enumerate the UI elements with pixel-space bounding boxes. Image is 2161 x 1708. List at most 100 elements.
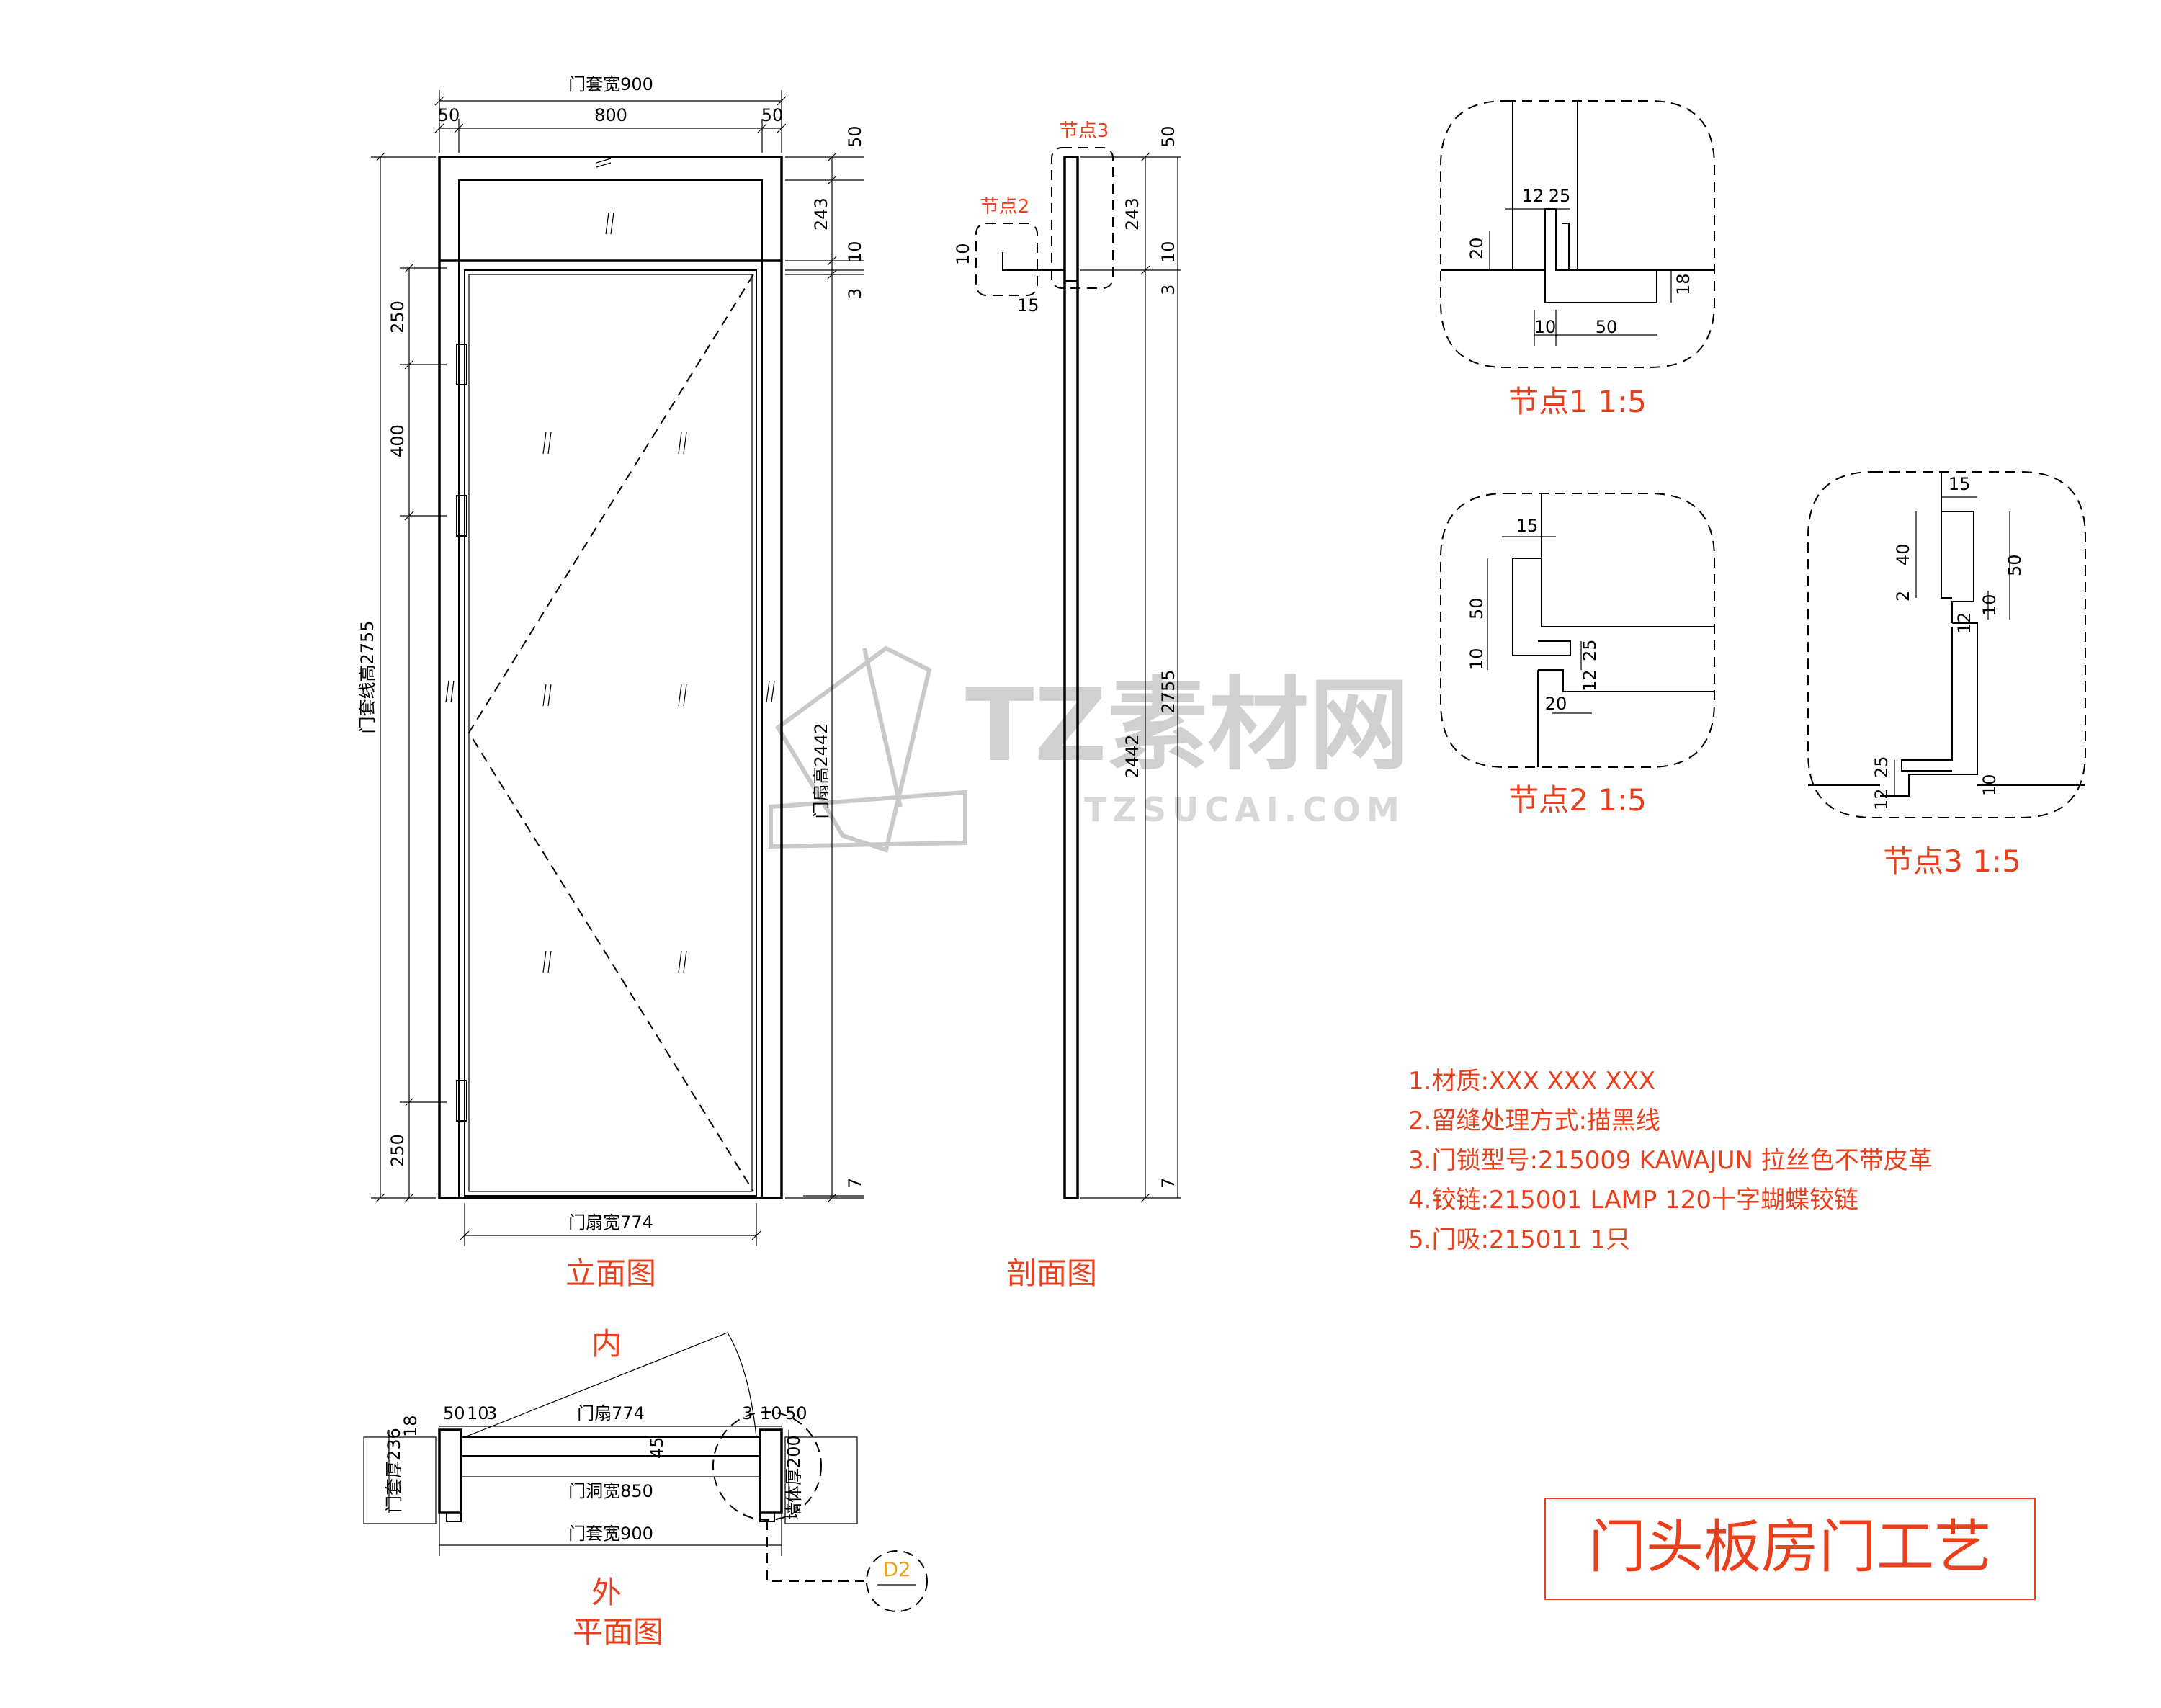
plan-wall-left: [363, 1436, 437, 1524]
right-dim-7: 7: [845, 1178, 865, 1189]
section-leaf-height: 2442: [1122, 734, 1142, 778]
note-4: 4.铰链:215001 LAMP 120十字蝴蝶铰链: [1408, 1186, 1858, 1215]
door-leaf-inner: [468, 274, 753, 1192]
detail-3-dim-15: 15: [1949, 474, 1971, 494]
hinge-mid-icon: [456, 495, 467, 537]
node3-tag: 节点3: [1060, 120, 1109, 142]
detail-3-border: [1807, 471, 2086, 818]
elevation-left-dims: [371, 152, 447, 1203]
elevation-title: 立面图: [565, 1256, 656, 1291]
detail-2-border: [1440, 493, 1715, 768]
watermark: TZ素材网 TZSUCAI.COM: [769, 645, 1410, 853]
hinge-top-dim: 250: [388, 300, 408, 334]
hinge-top-icon: [456, 344, 467, 385]
detail-3-dim-50: 50: [2005, 554, 2025, 576]
section-right-dims: [1080, 152, 1181, 1203]
door-leaf: [464, 269, 757, 1197]
detail-1-dim-12: 12: [1522, 186, 1544, 206]
plan-frame-thickness: 门套厚236: [384, 1428, 404, 1513]
plan-frame-left: [438, 1428, 462, 1514]
detail-3-dim-10a: 10: [1979, 594, 2000, 616]
plan-leaf: [460, 1436, 761, 1457]
detail-2: 15 50 10 25 12 20 节点2 1:5: [1440, 493, 1715, 818]
plan-left-18: 18: [401, 1415, 421, 1437]
detail-1-title: 节点1 1:5: [1508, 384, 1647, 419]
elevation-frame-outer: [438, 156, 783, 1199]
plan-left-3: 3: [486, 1403, 497, 1423]
elevation-top-dims: [434, 90, 787, 153]
watermark-url: TZSUCAI.COM: [1084, 790, 1405, 829]
plan-dims: [388, 1426, 789, 1556]
plan-inside-label: 内: [591, 1326, 622, 1362]
detail-2-title: 节点2 1:5: [1508, 782, 1647, 818]
right-dim-3: 3: [845, 288, 865, 299]
leaf-height-label: 门扇高2442: [811, 723, 831, 818]
detail-3-dim-2: 2: [1893, 591, 1913, 602]
watermark-logo-icon: [769, 645, 967, 853]
elevation-bottom-dim: [460, 1203, 761, 1246]
detail-2-profile: [1512, 493, 1714, 767]
detail-1-dim-50: 50: [1596, 317, 1618, 337]
plan-callout-label: D2: [882, 1557, 911, 1581]
node2-tag: 节点2: [980, 196, 1030, 218]
detail-3-dim-12b: 12: [1871, 788, 1892, 810]
section-right-10: 10: [1158, 241, 1178, 263]
elevation-right-dims: [785, 152, 864, 1203]
plan-wall-right: [784, 1436, 858, 1524]
detail-3-dims: [1894, 496, 2010, 796]
detail-2-dims: [1487, 536, 1592, 714]
section-jamb: [1063, 156, 1079, 1199]
detail-1: 12 25 20 18 10 50 节点1 1:5: [1440, 100, 1715, 419]
detail-3-profile: [1808, 472, 2085, 797]
detail-2-dim-12: 12: [1580, 669, 1600, 692]
right-dim-50: 50: [845, 125, 865, 148]
section-view: 节点2 节点3 10 15 50 243 10 3 7 2442 2755 剖面…: [953, 120, 1181, 1291]
section-title: 剖面图: [1006, 1256, 1097, 1291]
title-block-border: [1544, 1498, 2036, 1600]
plan-opening-label: 门洞宽850: [568, 1481, 653, 1501]
detail-3: 15 40 50 2 10 12 25 12 10 节点3 1:5: [1807, 471, 2086, 879]
elevation-view: 门套宽900 800 50 50 门套线高2755 250 400 250: [357, 74, 865, 1291]
right-dim-10: 10: [845, 241, 865, 263]
title-block-text: 门头板房门工艺: [1588, 1513, 1992, 1580]
plan-right-3: 3: [742, 1403, 753, 1423]
plan-outside-label: 外: [591, 1575, 622, 1610]
hinge-bottom-icon: [456, 1080, 467, 1122]
notes-block: 1.材质:XXX XXX XXX 2.留缝处理方式:描黑线 3.门锁型号:215…: [1408, 1067, 1933, 1254]
detail-3-dim-12a: 12: [1954, 612, 1974, 634]
watermark-brand: TZ素材网: [965, 667, 1410, 784]
note-2: 2.留缝处理方式:描黑线: [1408, 1106, 1660, 1135]
frame-width-label: 门套宽900: [568, 74, 653, 94]
detail-2-dim-50: 50: [1467, 597, 1487, 620]
detail-1-profile: [1441, 101, 1714, 303]
plan-frame-left-foot: [446, 1512, 462, 1522]
plan-left-50: 50: [443, 1403, 465, 1423]
detail-1-dim-18: 18: [1673, 273, 1694, 295]
leaf-width-label: 门扇宽774: [568, 1212, 653, 1233]
note-1: 1.材质:XXX XXX XXX: [1408, 1067, 1655, 1096]
detail-3-dim-10b: 10: [1979, 774, 2000, 796]
plan-frame-label: 门套宽900: [568, 1524, 653, 1544]
section-right-3: 3: [1158, 285, 1178, 295]
detail-3-dim-40: 40: [1893, 543, 1913, 565]
inner-width-label: 800: [594, 105, 627, 125]
detail-1-dim-10: 10: [1534, 317, 1557, 337]
section-frame-height: 2755: [1158, 669, 1178, 713]
plan-detail-callout: [712, 1411, 822, 1521]
right-edge-label: 50: [761, 105, 784, 125]
section-right-50: 50: [1158, 125, 1178, 148]
hinge-bottom-dim: 250: [388, 1134, 408, 1167]
plan-swing-arc: [464, 1332, 757, 1438]
wood-grain-arrows: [445, 158, 775, 973]
plan-callout-bubble: [866, 1550, 928, 1612]
detail-2-dim-10: 10: [1467, 648, 1487, 670]
detail-2-dim-20: 20: [1545, 694, 1567, 714]
swing-indicator: [467, 274, 754, 1192]
note-3: 3.门锁型号:215009 KAWAJUN 拉丝色不带皮革: [1408, 1146, 1933, 1175]
detail-2-dim-15: 15: [1516, 516, 1539, 536]
plan-wall-thickness: 墙体厚200: [784, 1435, 804, 1520]
transom-panel: [458, 179, 763, 261]
section-sill: [1064, 272, 1078, 282]
section-right-243: 243: [1122, 197, 1142, 231]
